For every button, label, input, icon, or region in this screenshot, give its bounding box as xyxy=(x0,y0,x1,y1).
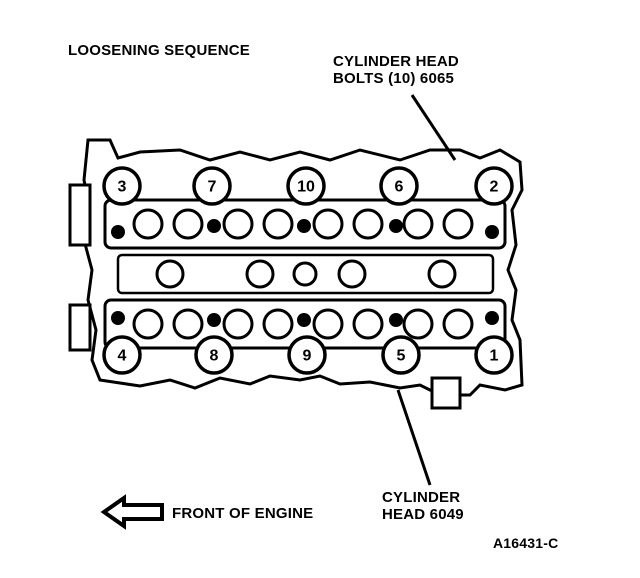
bolt-circle-3 xyxy=(102,166,142,206)
bolts-callout-line1: CYLINDER HEAD xyxy=(333,53,459,70)
front-of-engine-label: FRONT OF ENGINE xyxy=(172,505,314,522)
bolt-circles-top xyxy=(102,166,514,206)
bolt-number-top-1: 3 xyxy=(118,179,127,196)
diagram-title: LOOSENING SEQUENCE xyxy=(68,42,250,59)
left-tab-lower xyxy=(68,303,92,352)
bolts-callout-line2: BOLTS (10) 6065 xyxy=(333,70,455,87)
bolt-number-bottom-4: 5 xyxy=(397,348,406,365)
bolt-circle-5 xyxy=(381,335,421,375)
bolt-circle-1 xyxy=(474,335,514,375)
head-callout-line1: CYLINDER xyxy=(382,489,461,506)
bolt-circle-9 xyxy=(287,335,327,375)
head-callout: CYLINDER HEAD 6049 xyxy=(382,489,464,523)
bolt-circle-4 xyxy=(102,335,142,375)
bolt-number-bottom-3: 9 xyxy=(303,348,312,365)
figure-id: A16431-C xyxy=(493,535,559,551)
bolt-number-bottom-5: 1 xyxy=(490,348,499,365)
bolt-circle-7 xyxy=(192,166,232,206)
bolts-leader-line xyxy=(410,94,457,161)
left-tab-upper xyxy=(68,183,92,247)
bolt-number-top-4: 6 xyxy=(395,179,404,196)
bolt-circle-8 xyxy=(194,335,234,375)
head-leader-line xyxy=(396,389,432,486)
lower-valves xyxy=(132,308,474,340)
bolt-circle-2 xyxy=(474,166,514,206)
small-bolt-holes xyxy=(111,219,499,327)
right-boss xyxy=(430,376,462,410)
upper-valves xyxy=(132,208,474,240)
bolt-number-bottom-2: 8 xyxy=(210,348,219,365)
bolt-number-top-3: 10 xyxy=(297,179,315,196)
front-arrow-icon xyxy=(100,494,164,530)
bolt-circle-10 xyxy=(286,166,326,206)
bolt-circle-6 xyxy=(379,166,419,206)
bolts-callout: CYLINDER HEAD BOLTS (10) 6065 xyxy=(333,53,459,87)
center-ports xyxy=(155,259,457,289)
bolt-circles-bottom xyxy=(102,335,514,375)
bolt-number-bottom-1: 4 xyxy=(118,348,127,365)
bolt-number-top-2: 7 xyxy=(208,179,217,196)
head-callout-line2: HEAD 6049 xyxy=(382,506,464,523)
bolt-number-top-5: 2 xyxy=(490,179,499,196)
